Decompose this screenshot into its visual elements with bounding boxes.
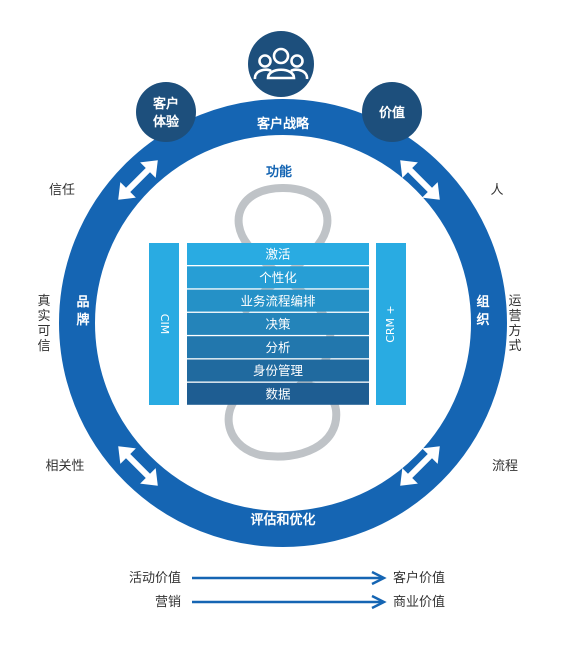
flow-from-label: 营销 (155, 595, 181, 610)
stack-row (187, 336, 369, 359)
arrow-right-icon (371, 594, 387, 610)
cim-bar (149, 243, 179, 405)
stack-row (187, 359, 369, 382)
stack-row-label: 分析 (265, 340, 290, 355)
label-trust: 信任 (49, 183, 75, 198)
stack-row-label: 决策 (265, 317, 291, 332)
stack-row (187, 266, 369, 289)
expand-arrow-icon (400, 446, 440, 486)
stack-row (187, 382, 369, 405)
stack-row-label: 激活 (265, 247, 290, 262)
ring-label-left-char: 牌 (76, 312, 89, 328)
flow-from-label: 活动价值 (129, 570, 181, 586)
label-operating-model-char: 方 (508, 323, 521, 339)
ring-label-bottom: 评估和优化 (250, 512, 315, 528)
stack-row (187, 312, 369, 335)
stack-row-label: 业务流程编排 (240, 293, 316, 308)
cim-bar-label: CIM (158, 314, 171, 334)
stack-row (187, 289, 369, 312)
ring-label-right: 组 (476, 294, 489, 310)
customer-experience-label-line2: 体验 (153, 114, 180, 130)
expand-arrows (118, 160, 440, 486)
customer-experience-label-line1: 客户 (153, 96, 179, 112)
ring-label-top: 客户战略 (257, 116, 310, 132)
people-group-icon (253, 47, 309, 80)
label-operating-model-char: 营 (508, 309, 521, 324)
stack-row-label: 数据 (265, 386, 290, 401)
value-bubble (362, 82, 422, 142)
stack-row (187, 243, 369, 265)
label-authentic-char: 信 (37, 339, 50, 354)
flow-to-label: 商业价值 (393, 594, 445, 610)
expand-arrow-icon (400, 160, 440, 200)
value-bubble-label: 价值 (379, 105, 405, 121)
label-operating-model-char: 式 (508, 339, 521, 354)
ring-label-right-char: 织 (476, 312, 489, 328)
stack-row-label: 个性化 (259, 270, 297, 285)
flow-to-label: 客户价值 (393, 570, 445, 586)
customer-experience-bubble (136, 82, 196, 142)
outer-ring (59, 99, 507, 547)
arrow-right-icon (371, 570, 387, 586)
inner-title: 功能 (266, 164, 292, 180)
label-operating-model-char: 运 (508, 294, 521, 309)
label-people: 人 (490, 183, 503, 198)
label-authentic-char: 真 (37, 294, 50, 309)
label-authentic-char: 实 (37, 309, 50, 324)
stack-row-label: 身份管理 (253, 363, 304, 378)
crm-bar (376, 243, 406, 405)
expand-arrow-icon (118, 446, 158, 486)
label-authentic-char: 可 (37, 324, 50, 339)
label-relevance: 相关性 (45, 459, 84, 474)
expand-arrow-icon (118, 160, 158, 200)
ring-label-left: 品 (76, 295, 89, 310)
crm-bar-label: CRM + (384, 305, 397, 343)
label-process: 流程 (492, 459, 518, 474)
